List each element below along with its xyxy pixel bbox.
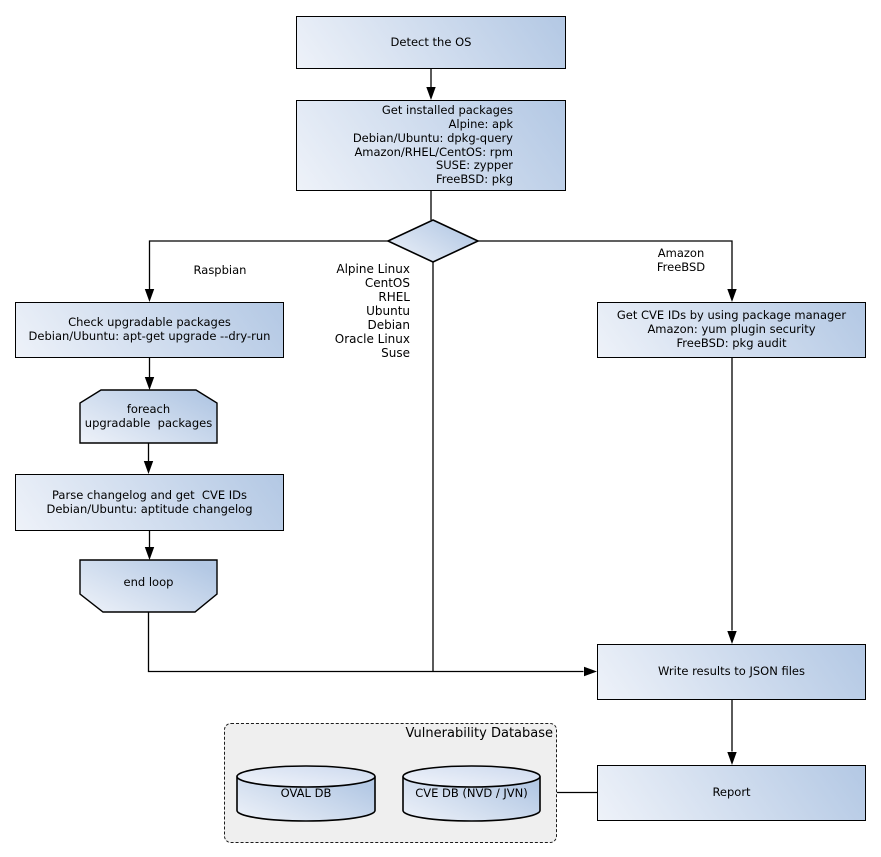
cve-db-label: CVE DB (NVD / JVN) bbox=[415, 786, 528, 800]
foreach-label-line: upgradable packages bbox=[84, 415, 213, 430]
cve-db-cylinder bbox=[402, 765, 541, 822]
oval-db-label: OVAL DB bbox=[280, 786, 332, 800]
decision-diamond-shape bbox=[386, 219, 480, 263]
node-get-cve-ids-line: Amazon: yum plugin security bbox=[647, 322, 816, 337]
node-get-installed-line: Get installed packages bbox=[381, 103, 513, 118]
arrowhead-parse bbox=[143, 461, 154, 474]
arrowhead-getcve bbox=[727, 289, 737, 302]
node-write-results: Write results to JSON files bbox=[597, 644, 866, 700]
node-foreach-loop-start: foreach upgradable packages bbox=[80, 390, 217, 443]
edge-label-raspbian: Raspbian bbox=[175, 263, 265, 277]
cve-db-cylinder-body bbox=[402, 776, 541, 822]
arrowhead-report bbox=[727, 752, 737, 765]
node-detect-os-label: Detect the OS bbox=[390, 34, 472, 49]
connector-decision-to-getcve bbox=[478, 240, 733, 289]
connector-endloop-to-write bbox=[147, 612, 584, 673]
arrowhead-endloop bbox=[144, 547, 155, 560]
node-report-label: Report bbox=[712, 785, 751, 800]
end-loop-label: end loop bbox=[123, 575, 174, 590]
edge-label-os: Suse bbox=[381, 346, 410, 360]
node-parse-changelog-line: Parse changelog and get CVE IDs bbox=[52, 487, 247, 502]
arrowhead-write-left bbox=[584, 666, 597, 677]
node-get-installed-line: Alpine: apk bbox=[448, 116, 513, 131]
arrowheads bbox=[143, 87, 737, 765]
edge-label-freebsd: FreeBSD bbox=[656, 260, 706, 274]
connector-decision-to-check bbox=[148, 240, 388, 289]
node-parse-changelog-line: Debian/Ubuntu: aptitude changelog bbox=[46, 501, 253, 516]
node-write-results-label: Write results to JSON files bbox=[658, 664, 805, 679]
edge-label-raspbian-text: Raspbian bbox=[193, 263, 247, 277]
connector-lines bbox=[147, 69, 733, 794]
arrowhead-foreach bbox=[144, 377, 155, 390]
arrowhead-check bbox=[144, 289, 155, 302]
node-get-cve-ids-line: FreeBSD: pkg audit bbox=[676, 335, 787, 350]
edge-label-os: Oracle Linux bbox=[334, 332, 410, 346]
edge-label-os-list: Alpine Linux CentOS RHEL Ubuntu Debian O… bbox=[300, 262, 410, 360]
edge-label-amazon-freebsd: Amazon FreeBSD bbox=[635, 246, 727, 274]
oval-db-cylinder-top bbox=[236, 765, 376, 788]
edge-label-os: Alpine Linux bbox=[336, 262, 410, 276]
node-get-cve-ids-line: Get CVE IDs by using package manager bbox=[616, 308, 847, 323]
edge-label-os: Debian bbox=[367, 318, 410, 332]
edge-label-os: CentOS bbox=[364, 276, 410, 290]
edge-label-os: RHEL bbox=[378, 290, 410, 304]
node-check-upgradable-line: Debian/Ubuntu: apt-get upgrade --dry-run bbox=[28, 329, 271, 343]
cve-db-cylinder-top bbox=[402, 765, 541, 788]
arrowhead-installed bbox=[426, 87, 436, 100]
arrowhead-write-top bbox=[727, 631, 737, 644]
end-loop-shape bbox=[79, 559, 218, 613]
oval-db-cylinder-body bbox=[236, 776, 376, 822]
edge-label-amazon: Amazon bbox=[657, 246, 705, 260]
node-parse-changelog: Parse changelog and get CVE IDs Debian/U… bbox=[15, 474, 284, 531]
node-get-installed-packages: Get installed packages Alpine: apk Debia… bbox=[296, 100, 566, 191]
foreach-label-line: foreach bbox=[126, 401, 171, 416]
node-get-installed-line: FreeBSD: pkg bbox=[435, 172, 513, 187]
node-get-cve-ids: Get CVE IDs by using package manager Ama… bbox=[597, 302, 866, 358]
node-get-installed-line: Debian/Ubuntu: dpkg-query bbox=[352, 130, 513, 145]
edge-label-os: Ubuntu bbox=[366, 304, 410, 318]
node-report: Report bbox=[597, 765, 866, 821]
node-get-installed-line: Amazon/RHEL/CentOS: rpm bbox=[354, 144, 513, 159]
foreach-shape bbox=[79, 389, 218, 444]
node-detect-os: Detect the OS bbox=[296, 16, 566, 69]
node-check-upgradable-line: Check upgradable packages bbox=[68, 315, 231, 330]
vulnerability-database-title: Vulnerability Database bbox=[405, 726, 553, 741]
node-get-installed-line: SUSE: zypper bbox=[435, 158, 513, 173]
oval-db-cylinder bbox=[236, 765, 376, 822]
node-check-upgradable: Check upgradable packages Debian/Ubuntu:… bbox=[15, 302, 284, 358]
node-end-loop: end loop bbox=[80, 558, 217, 608]
